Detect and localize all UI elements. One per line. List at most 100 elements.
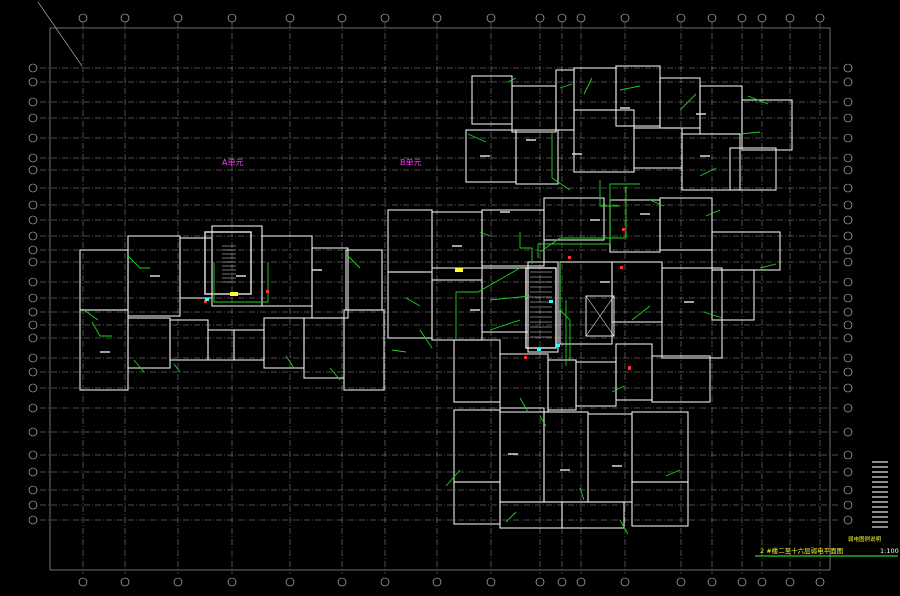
room-outline: [207, 329, 235, 361]
axis-bubble-right: [843, 427, 853, 437]
axis-bubble-bottom: [120, 577, 130, 587]
wiring-run: [127, 255, 150, 269]
wiring-run: [619, 519, 629, 535]
wiring-run: [285, 355, 295, 369]
axis-bubble-right: [843, 200, 853, 210]
axis-bubble-right: [843, 320, 853, 330]
legend-list: [872, 461, 888, 528]
axis-bubble-bottom: [676, 577, 686, 587]
leader-diagonal: [37, 1, 83, 67]
wiring-run: [519, 232, 533, 264]
axis-bubble-top: [785, 13, 795, 23]
axis-bubble-left: [28, 77, 38, 87]
axis-bubble-right: [843, 383, 853, 393]
axis-bubble-left: [28, 500, 38, 510]
room-outline: [515, 129, 559, 185]
wiring-run: [599, 180, 620, 207]
axis-bubble-left: [28, 383, 38, 393]
wiring-run: [391, 349, 407, 353]
room-outline: [169, 319, 209, 361]
axis-bubble-top: [120, 13, 130, 23]
wiring-run: [631, 305, 651, 321]
door-cyan-mark: [556, 344, 560, 347]
dimension-frame: [49, 27, 831, 571]
axis-bubble-right: [843, 403, 853, 413]
axis-bubble-right: [843, 215, 853, 225]
axis-bubble-left: [28, 427, 38, 437]
accent-red-mark: [622, 228, 625, 231]
wiring-run: [91, 321, 112, 337]
drawing-title: 2 #楼二至十六层弱电平面图: [760, 546, 843, 555]
stair-core-b: [525, 267, 557, 349]
axis-bubble-bottom: [78, 577, 88, 587]
zone-label-b: B单元: [400, 157, 422, 167]
axis-bubble-top: [486, 13, 496, 23]
axis-bubble-bottom: [576, 577, 586, 587]
room-outline: [543, 197, 605, 241]
axis-bubble-right: [843, 450, 853, 460]
door-cyan-mark: [549, 300, 553, 303]
room-outline: [631, 411, 689, 483]
wiring-run: [173, 363, 181, 373]
axis-bubble-bottom: [757, 577, 767, 587]
room-outline: [573, 67, 617, 111]
axis-bubble-right: [843, 153, 853, 163]
yellow-tag: [455, 268, 463, 272]
room-outline: [499, 353, 549, 413]
weak-current-wiring: [83, 77, 777, 535]
wiring-run: [649, 199, 665, 207]
axis-bubble-left: [28, 403, 38, 413]
room-outline: [631, 481, 689, 527]
axis-bubble-right: [843, 257, 853, 267]
door-cyan-mark: [205, 298, 209, 301]
axis-bubble-right: [843, 277, 853, 287]
axis-bubble-left: [28, 183, 38, 193]
axis-bubble-top: [173, 13, 183, 23]
room-outline: [453, 481, 501, 525]
axis-bubble-left: [28, 257, 38, 267]
wiring-run: [419, 329, 433, 349]
axis-bubble-top: [557, 13, 567, 23]
wiring-run: [519, 397, 529, 413]
accent-red-mark: [266, 290, 269, 293]
axis-bubble-top: [432, 13, 442, 23]
wiring-run: [583, 77, 593, 95]
room-outline: [561, 501, 625, 529]
accent-red-mark: [524, 356, 527, 359]
room-outline: [481, 267, 529, 333]
room-outline: [233, 329, 265, 361]
room-outline: [711, 269, 755, 321]
axis-bubble-top: [576, 13, 586, 23]
axis-bubble-right: [843, 500, 853, 510]
axis-bubble-left: [28, 320, 38, 330]
wiring-run: [405, 297, 421, 307]
wiring-run: [559, 262, 571, 360]
axis-bubble-bottom: [173, 577, 183, 587]
room-outline: [471, 75, 513, 125]
wiring-run: [537, 183, 640, 258]
axis-bubble-top: [757, 13, 767, 23]
wiring-run: [705, 209, 721, 217]
wiring-run: [329, 367, 341, 381]
wiring-run: [739, 131, 761, 135]
wiring-run: [455, 267, 521, 340]
wall-lines: [79, 65, 793, 529]
room-outline: [659, 197, 713, 251]
axis-bubble-right: [843, 293, 853, 303]
wiring-run: [445, 469, 461, 487]
yellow-tag: [230, 292, 238, 296]
wiring-run: [479, 231, 491, 237]
room-outline: [659, 77, 701, 129]
room-outline: [79, 309, 129, 391]
wiring-run: [345, 253, 361, 269]
axis-bubble-left: [28, 245, 38, 255]
accent-red-mark: [628, 366, 631, 370]
axis-bubble-left: [28, 467, 38, 477]
accent-red-mark: [204, 300, 207, 303]
wiring-run: [579, 487, 585, 501]
axis-bubble-right: [843, 133, 853, 143]
axis-bubble-left: [28, 97, 38, 107]
room-outline: [311, 247, 349, 319]
room-outline: [575, 361, 617, 407]
wiring-run: [551, 132, 571, 191]
